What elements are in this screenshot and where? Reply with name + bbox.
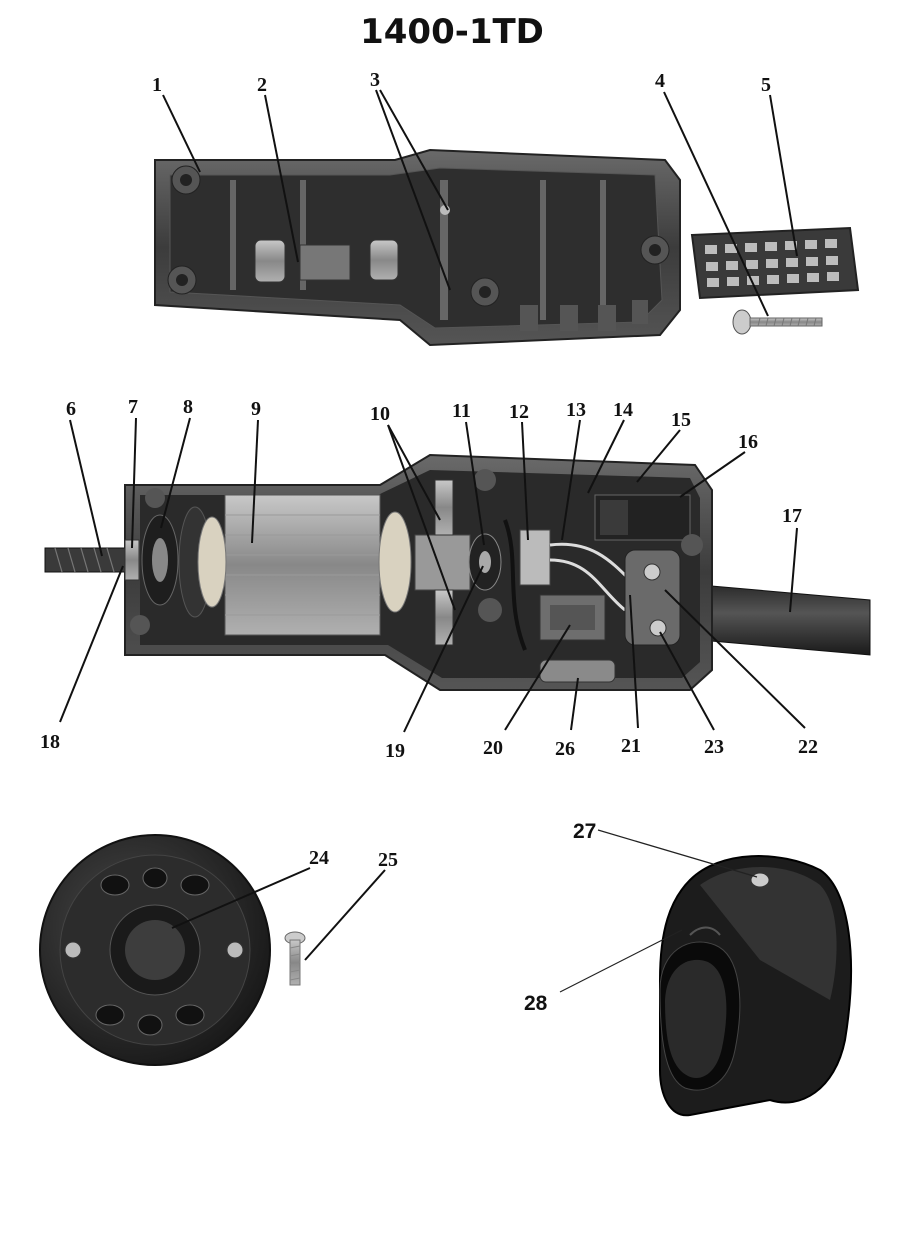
label-6: 6 — [66, 398, 76, 420]
end-cap — [39, 834, 271, 1066]
label-5: 5 — [761, 74, 771, 96]
label-7: 7 — [128, 396, 138, 418]
label-2: 2 — [257, 74, 267, 96]
housing-half-empty — [154, 148, 681, 347]
label-1: 1 — [152, 74, 162, 96]
screw-small — [732, 309, 823, 335]
label-26: 26 — [555, 738, 575, 760]
label-22: 22 — [798, 736, 818, 758]
label-28: 28 — [524, 992, 548, 1015]
label-14: 14 — [613, 399, 633, 421]
label-13: 13 — [566, 399, 586, 421]
label-27: 27 — [573, 820, 596, 843]
label-12: 12 — [509, 401, 529, 423]
label-18: 18 — [40, 731, 60, 753]
label-21: 21 — [621, 735, 641, 757]
label-25: 25 — [378, 849, 398, 871]
label-11: 11 — [452, 400, 471, 422]
label-3: 3 — [370, 69, 380, 91]
cord-boot — [659, 855, 852, 1117]
label-17: 17 — [782, 505, 802, 527]
diagram-title: 1400-1TD — [360, 12, 544, 52]
label-8: 8 — [183, 396, 193, 418]
label-4: 4 — [655, 70, 665, 92]
motor-assembly — [44, 453, 871, 691]
screw-end-cap — [284, 931, 306, 986]
part-labels: 1 2 3 4 5 6 7 8 9 10 11 12 13 14 15 16 1… — [40, 69, 818, 1015]
label-16: 16 — [738, 431, 758, 453]
label-10: 10 — [370, 403, 390, 425]
leader-lines — [59, 89, 806, 993]
label-23: 23 — [704, 736, 724, 758]
vent-cover — [690, 226, 860, 300]
label-9: 9 — [251, 398, 261, 420]
label-19: 19 — [385, 740, 405, 762]
label-20: 20 — [483, 737, 503, 759]
label-15: 15 — [671, 409, 691, 431]
label-24: 24 — [309, 847, 329, 869]
